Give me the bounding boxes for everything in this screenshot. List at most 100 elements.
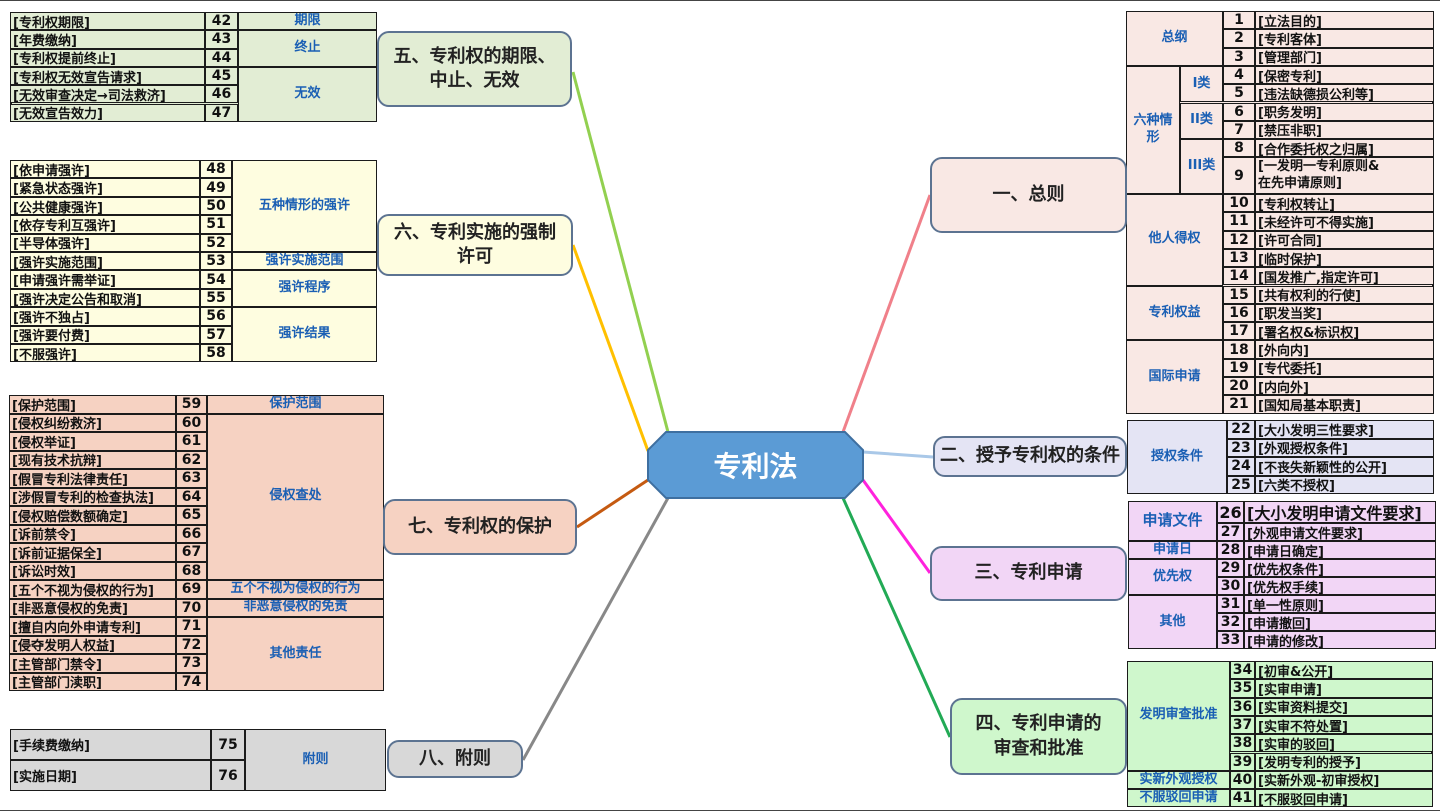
category-label: 保护范围: [207, 395, 384, 414]
category-label: 申请文件: [1128, 501, 1217, 541]
item-number: 44: [205, 49, 238, 67]
item-number: 71: [176, 617, 207, 636]
item-number: 69: [176, 580, 207, 599]
item-label: [职务发明]: [1255, 103, 1434, 121]
branch-5[interactable]: 五、专利权的期限、 中止、无效: [377, 31, 572, 107]
item-number: 68: [176, 562, 207, 581]
branch-1[interactable]: 一、总则: [930, 157, 1127, 233]
item-number: 51: [200, 215, 232, 233]
item-label: [现有技术抗辩]: [9, 451, 176, 470]
item-number: 8: [1223, 139, 1255, 157]
item-number: 65: [176, 506, 207, 525]
item-label: [立法目的]: [1255, 11, 1434, 29]
item-label: [紧急状态强许]: [10, 178, 200, 196]
category-label: 侵权查处: [207, 414, 384, 581]
item-label: [署名权&标识权]: [1255, 322, 1434, 340]
category-label: 非恶意侵权的免责: [207, 599, 384, 618]
category-label: 不服驳回申请: [1127, 789, 1230, 807]
item-label: [实审申请]: [1255, 679, 1433, 697]
item-number: 43: [205, 30, 238, 48]
item-label: [共有权利的行使]: [1255, 286, 1434, 304]
item-label: [擅自内向外申请专利]: [9, 617, 176, 636]
category-label: 五种情形的强许: [232, 160, 377, 252]
item-number: 28: [1217, 541, 1244, 559]
item-number: 16: [1223, 304, 1255, 322]
item-number: 23: [1227, 439, 1255, 458]
item-number: 33: [1217, 631, 1244, 649]
item-number: 18: [1223, 340, 1255, 358]
branch-7[interactable]: 七、专利权的保护: [383, 499, 577, 555]
item-number: 11: [1223, 212, 1255, 230]
connector-line-2: [863, 452, 933, 457]
branch-8[interactable]: 八、附则: [387, 740, 523, 778]
item-label: [大小发明申请文件要求]: [1244, 501, 1436, 523]
item-number: 24: [1227, 457, 1255, 476]
item-number: 62: [176, 451, 207, 470]
item-number: 50: [200, 197, 232, 215]
item-number: 60: [176, 414, 207, 433]
category-label: 国际申请: [1126, 340, 1223, 413]
item-label: [未经许可不得实施]: [1255, 212, 1434, 230]
central-topic[interactable]: 专利法: [648, 432, 863, 498]
item-number: 61: [176, 432, 207, 451]
item-number: 73: [176, 654, 207, 673]
item-number: 39: [1230, 753, 1255, 771]
item-number: 31: [1217, 595, 1244, 613]
item-number: 26: [1217, 501, 1244, 523]
connector-line-1: [843, 195, 930, 432]
item-number: 52: [200, 234, 232, 252]
item-number: 13: [1223, 249, 1255, 267]
item-label: [申请的修改]: [1244, 631, 1436, 649]
item-label: [强许决定公告和取消]: [10, 289, 200, 307]
connector-line-4: [843, 498, 950, 737]
connector-line-3: [863, 480, 930, 573]
item-number: 53: [200, 252, 232, 270]
item-number: 5: [1223, 84, 1255, 102]
item-number: 59: [176, 395, 207, 414]
item-number: 29: [1217, 559, 1244, 577]
item-number: 54: [200, 270, 232, 288]
item-number: 48: [200, 160, 232, 178]
item-number: 17: [1223, 322, 1255, 340]
item-label: [申请日确定]: [1244, 541, 1436, 559]
item-label: [假冒专利法律责任]: [9, 469, 176, 488]
item-label: [实审的驳回]: [1255, 734, 1433, 752]
item-number: 30: [1217, 577, 1244, 595]
item-label: [侵夺发明人权益]: [9, 636, 176, 655]
item-label: [发明专利的授予]: [1255, 753, 1433, 771]
item-number: 74: [176, 673, 207, 692]
item-label: [手续费缴纳]: [10, 729, 211, 760]
item-number: 72: [176, 636, 207, 655]
branch-2[interactable]: 二、授予专利权的条件: [933, 436, 1127, 477]
category-label: 强许实施范围: [232, 252, 377, 270]
connector-line-6: [573, 245, 648, 451]
item-label: [主管部门渎职]: [9, 673, 176, 692]
branch-3[interactable]: 三、专利申请: [930, 546, 1127, 601]
category-label: 五个不视为侵权的行为: [207, 580, 384, 599]
branch-4[interactable]: 四、专利申请的 审查和批准: [950, 698, 1127, 775]
item-label: [大小发明三性要求]: [1255, 420, 1434, 439]
item-label: [国知局基本职责]: [1255, 395, 1434, 413]
item-label: [专利权转让]: [1255, 194, 1434, 212]
item-number: 25: [1227, 476, 1255, 495]
item-label: [依申请强许]: [10, 160, 200, 178]
item-label: [实审不符处置]: [1255, 716, 1433, 734]
item-label: [国发推广,指定许可]: [1255, 267, 1434, 285]
item-number: 4: [1223, 66, 1255, 84]
item-number: 42: [205, 12, 238, 30]
category-label: 强许结果: [232, 307, 377, 362]
item-number: 57: [200, 326, 232, 344]
item-label: [专利权无效宣告请求]: [10, 67, 205, 85]
category-label: 总纲: [1126, 11, 1223, 66]
category-label: 强许程序: [232, 270, 377, 307]
branch-6[interactable]: 六、专利实施的强制 许可: [377, 214, 573, 276]
category-label: 实新外观授权: [1127, 771, 1230, 789]
item-number: 14: [1223, 267, 1255, 285]
item-number: 2: [1223, 29, 1255, 47]
item-number: 76: [211, 760, 245, 791]
item-number: 34: [1230, 661, 1255, 679]
item-label: [主管部门禁令]: [9, 654, 176, 673]
item-number: 58: [200, 344, 232, 362]
item-label: [诉讼时效]: [9, 562, 176, 581]
item-number: 9: [1223, 157, 1255, 194]
